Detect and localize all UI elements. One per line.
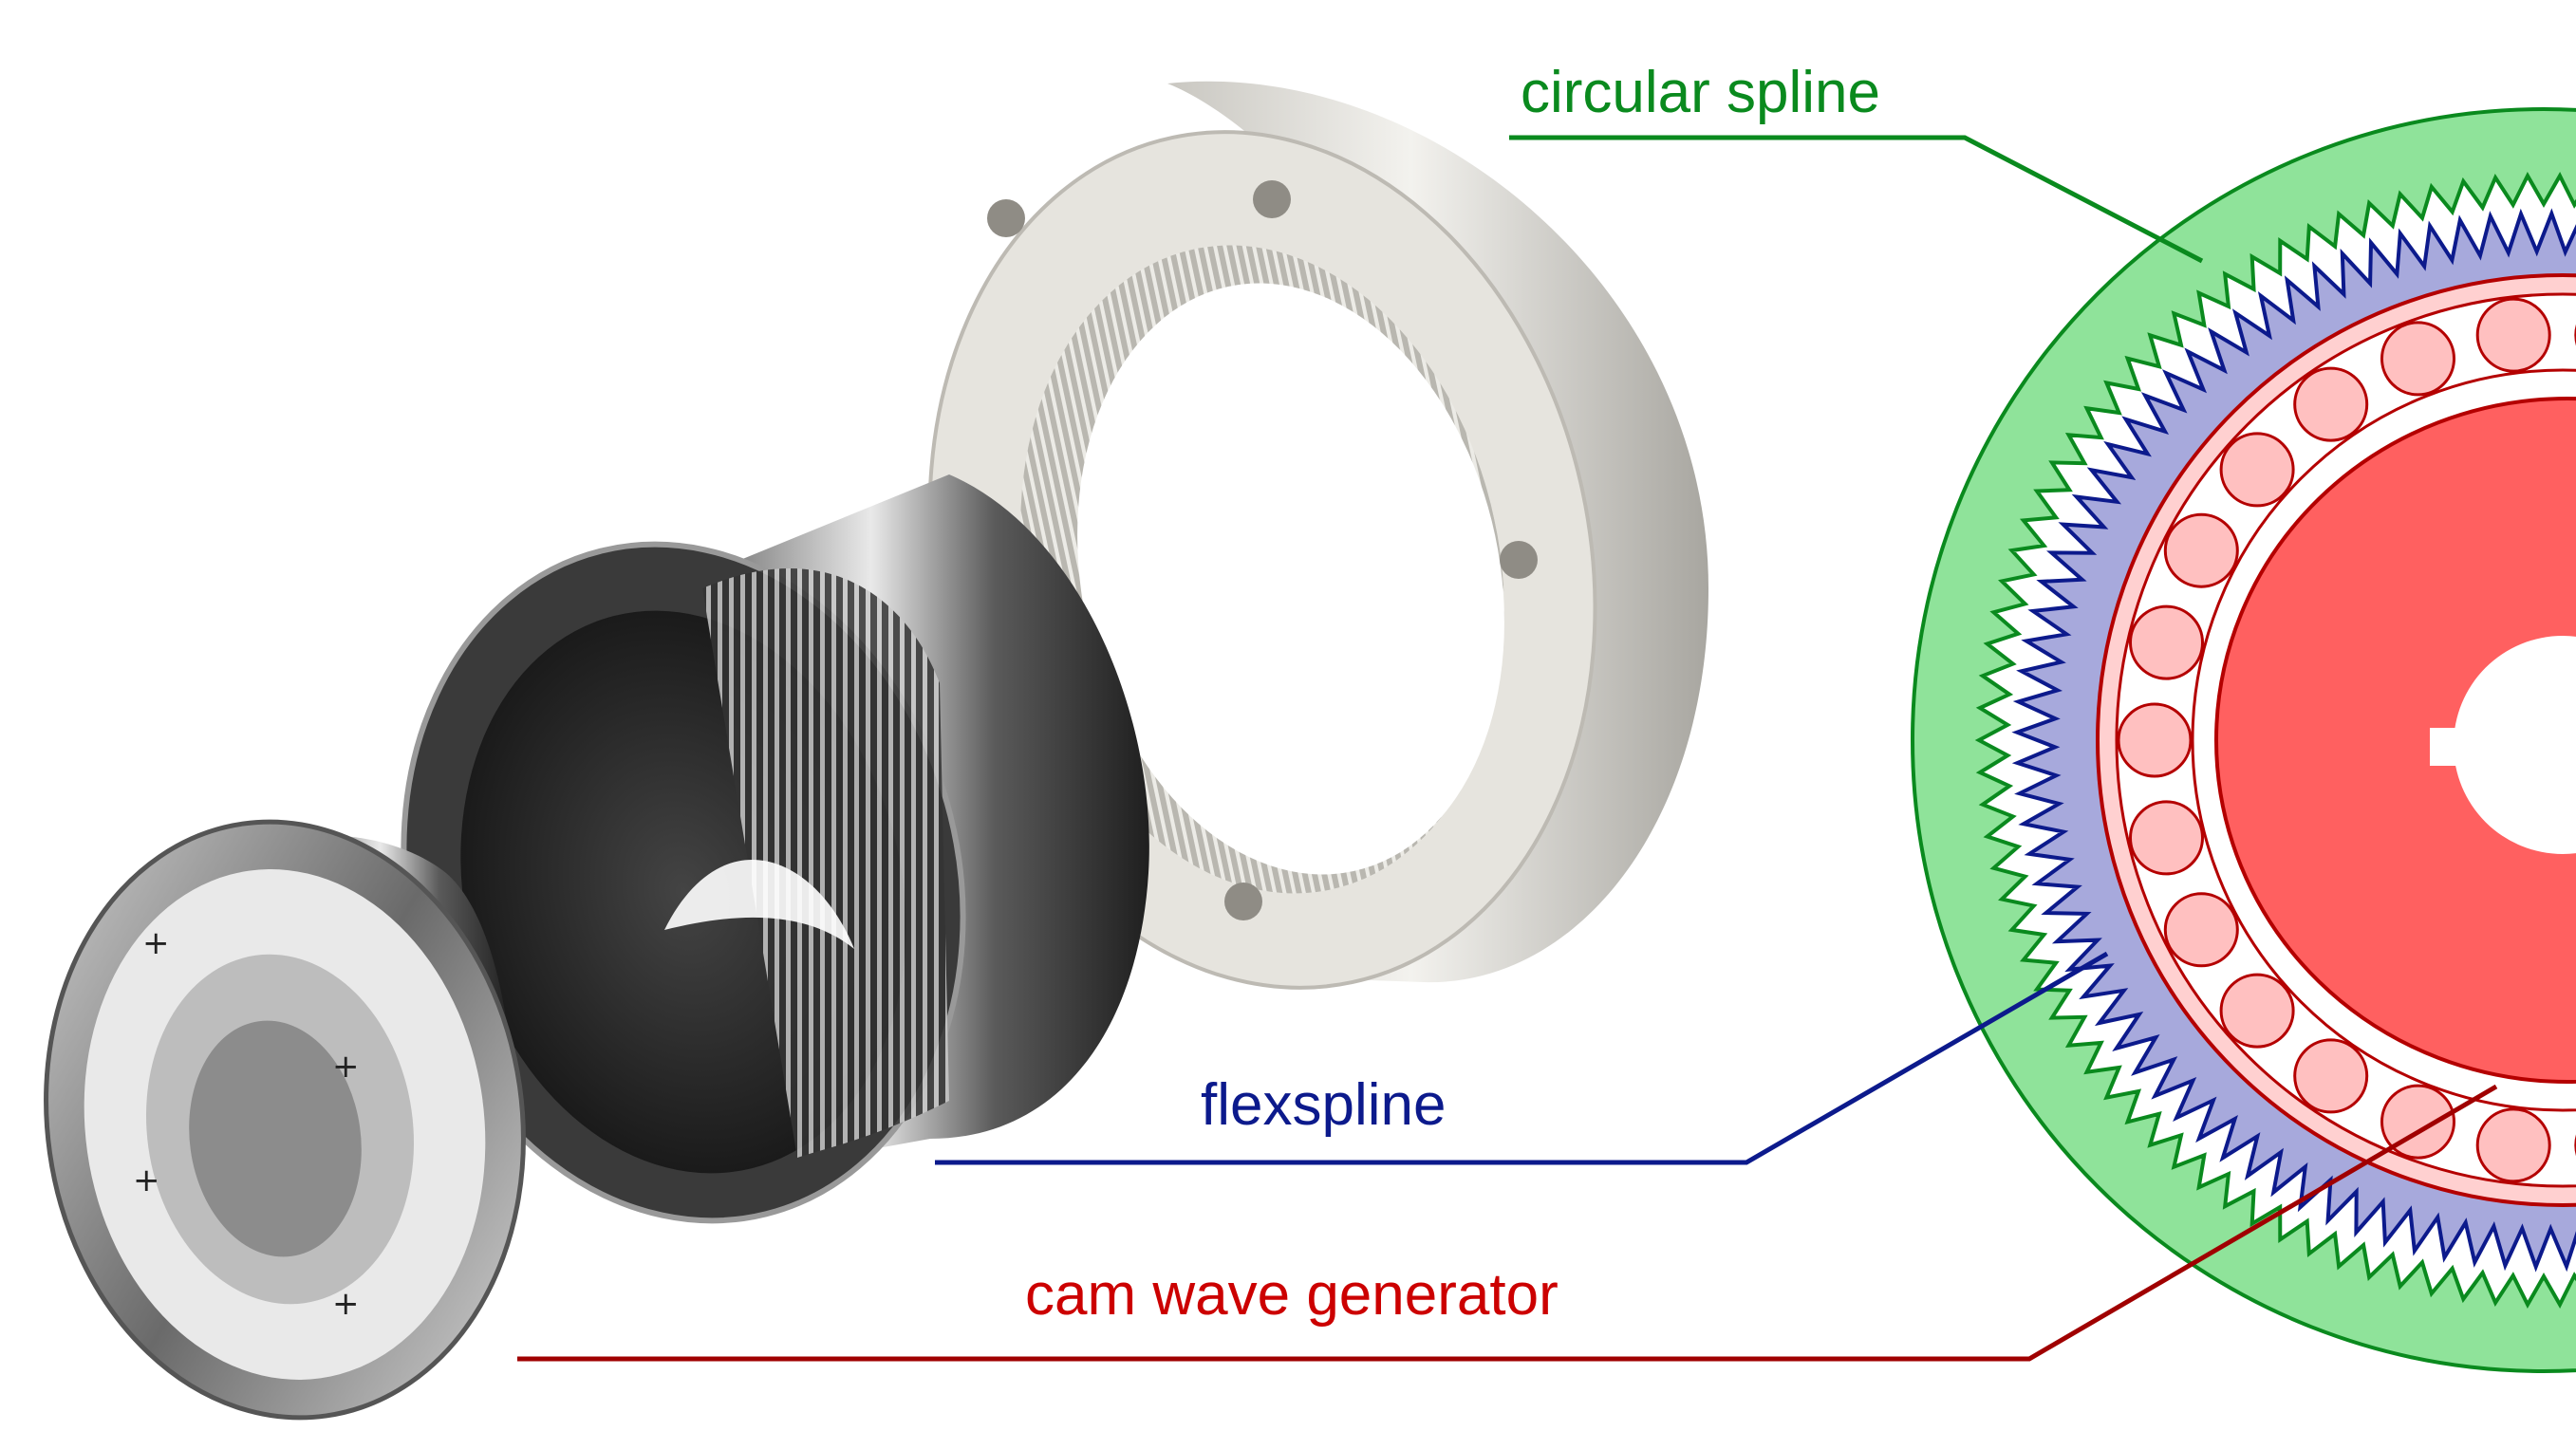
svg-text:+: + [142, 924, 170, 962]
bearing-ball [2129, 800, 2204, 876]
bearing-ball [2380, 1084, 2455, 1160]
leader-line-flexspline [935, 951, 2109, 1165]
label-circular-spline: circular spline [1521, 60, 1880, 125]
svg-text:+: + [332, 1285, 360, 1323]
label-cam-wave-generator: cam wave generator [1025, 1262, 1559, 1328]
svg-text:+: + [133, 1162, 160, 1199]
bearing-ball [2293, 366, 2369, 442]
bearing-ball [2117, 702, 2193, 778]
leader-line-circular-spline [1509, 135, 2204, 264]
bearing-ball [2475, 1107, 2551, 1183]
bearing-ball [2163, 512, 2239, 588]
svg-text:+: + [332, 1048, 360, 1086]
flexspline-cup-render [401, 474, 1149, 1224]
bearing-ball [2293, 1038, 2369, 1114]
bearing-ball [2380, 321, 2455, 397]
bearing-balls [2117, 297, 2576, 1183]
wave-generator-render: + + + + [44, 819, 526, 1421]
bearing-ball [2475, 297, 2551, 373]
cam [2214, 397, 2576, 1084]
label-flexspline: flexspline [1201, 1072, 1446, 1138]
bearing-ball [2219, 973, 2295, 1049]
bearing-ball [2129, 604, 2204, 680]
bearing-ball [2163, 892, 2239, 968]
leader-line-cam-wave-generator [517, 1084, 2498, 1362]
cross-section-schematic [1911, 107, 2576, 1373]
bearing-ball [2219, 432, 2295, 508]
